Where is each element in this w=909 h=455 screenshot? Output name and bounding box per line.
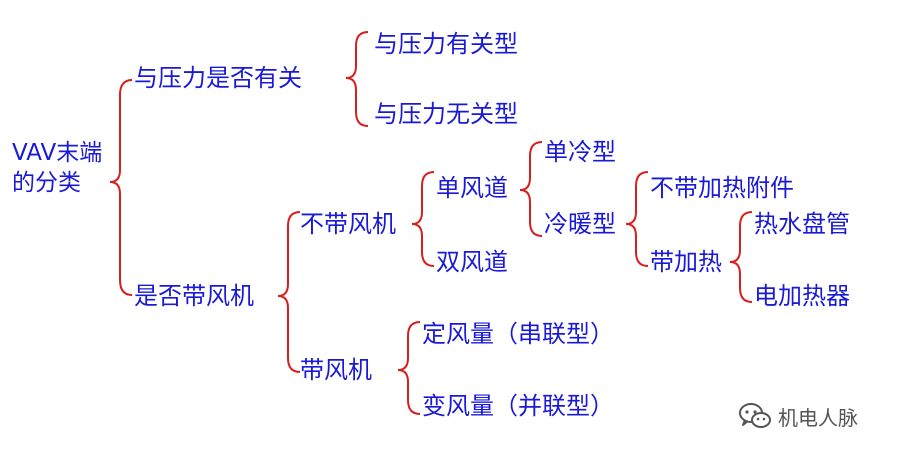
root-line-2: 的分类	[12, 170, 81, 196]
cooling-only-node: 单冷型	[544, 138, 616, 166]
pressure-brace	[345, 31, 369, 127]
electric-heater-node: 电加热器	[754, 282, 850, 310]
with-heating-node: 带加热	[650, 248, 722, 276]
warm-brace	[625, 171, 649, 267]
no-fan-node: 不带风机	[300, 210, 396, 238]
root-brace	[109, 79, 133, 296]
heating-brace	[729, 211, 753, 303]
no-heating-node: 不带加热附件	[650, 174, 794, 202]
root-line-1: VAV末端	[12, 140, 103, 166]
with-fan-brace	[397, 321, 421, 415]
pressure-node: 与压力是否有关	[134, 64, 302, 92]
watermark-text: 机电人脉	[778, 405, 858, 430]
wechat-icon	[739, 403, 771, 428]
constant-volume-node: 定风量（串联型）	[422, 320, 614, 348]
dual-duct-node: 双风道	[436, 248, 508, 276]
hot-water-coil-node: 热水盘管	[754, 210, 850, 238]
cooling-heating-node: 冷暖型	[544, 210, 616, 238]
single-duct-brace	[519, 141, 543, 237]
fan-node: 是否带风机	[134, 282, 254, 310]
no-fan-brace	[411, 171, 435, 267]
watermark: 机电人脉	[738, 398, 858, 434]
pressure-independent-node: 与压力无关型	[374, 100, 518, 128]
variable-volume-node: 变风量（并联型）	[422, 392, 614, 420]
root-node: VAV末端 的分类	[12, 138, 102, 198]
fan-brace	[277, 211, 301, 373]
single-duct-node: 单风道	[436, 174, 508, 202]
pressure-dependent-node: 与压力有关型	[374, 30, 518, 58]
with-fan-node: 带风机	[300, 356, 372, 384]
